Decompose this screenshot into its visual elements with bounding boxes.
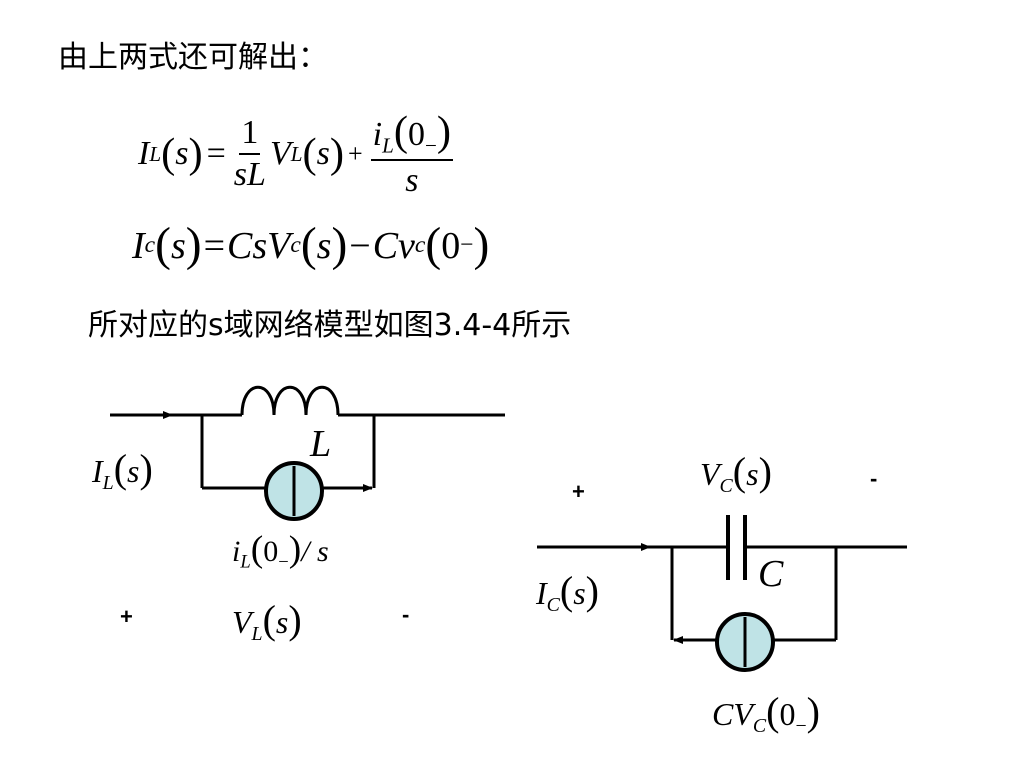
capacitor-voltage-label: VC(s): [700, 449, 772, 497]
eq1-lhs-subscript: L: [149, 141, 162, 166]
eq2-lhs-symbol: I: [132, 224, 145, 267]
eq2-lhs-subscript: c: [144, 231, 156, 258]
eq1-plus: +: [348, 139, 363, 169]
capacitor-minus-sign: -: [870, 466, 878, 491]
eq1-frac1-numerator: 1: [239, 115, 261, 156]
eq2-term1-arg: s: [316, 224, 332, 267]
eq2-minus: −: [349, 224, 371, 267]
capacitor-current-label: IC(s): [536, 568, 599, 616]
inductor-element-label: L: [310, 423, 332, 465]
inductor-circuit: [110, 385, 505, 521]
eq1-frac2-denominator: s: [405, 161, 419, 199]
eq2-term1: CsV: [227, 224, 291, 267]
eq2-equals: =: [203, 224, 225, 267]
inductor-voltage-label: VL(s): [232, 597, 302, 645]
intro-text: 由上两式还可解出：: [58, 40, 328, 75]
eq2-term2: Cv: [372, 224, 415, 267]
eq1-v-symbol: V: [269, 135, 291, 173]
capacitor-element-label: C: [758, 553, 784, 595]
eq1-frac2-num-subscript: L: [382, 133, 394, 158]
eq2-lhs-arg: s: [170, 224, 186, 267]
eq1-frac2-num-symbol: i: [372, 116, 383, 153]
inductor-coil: [240, 385, 340, 416]
eq1-fraction-2: iL(0−) s: [370, 108, 454, 199]
inductor-plus-sign: +: [120, 604, 133, 629]
inductor-current-label: IL(s): [92, 446, 153, 494]
inductor-source-label: iL(0−)/ s: [232, 529, 329, 573]
inductor-minus-sign: -: [402, 602, 410, 627]
eq1-frac2-num-arg: 0: [408, 116, 426, 153]
eq2-term1-subscript: c: [290, 231, 301, 258]
eq2-term2-subscript: c: [414, 231, 426, 258]
eq1-frac1-denominator: sL: [233, 156, 266, 194]
eq1-v-subscript: L: [290, 141, 303, 166]
model-description-text: 所对应的s域网络模型如图3.4-4所示: [88, 308, 572, 343]
eq1-fraction-1: 1 sL: [234, 115, 266, 192]
eq1-lhs-arg: s: [175, 135, 189, 173]
capacitor-circuit: [537, 515, 907, 672]
capacitor-plus-sign: +: [572, 479, 585, 504]
eq1-lhs-symbol: I: [138, 135, 150, 173]
eq1-equals: =: [206, 135, 226, 173]
eq2-term2-arg: 0: [441, 224, 461, 267]
eq1-v-arg: s: [316, 135, 330, 173]
capacitor-source-label: CVC(0−): [712, 689, 820, 737]
